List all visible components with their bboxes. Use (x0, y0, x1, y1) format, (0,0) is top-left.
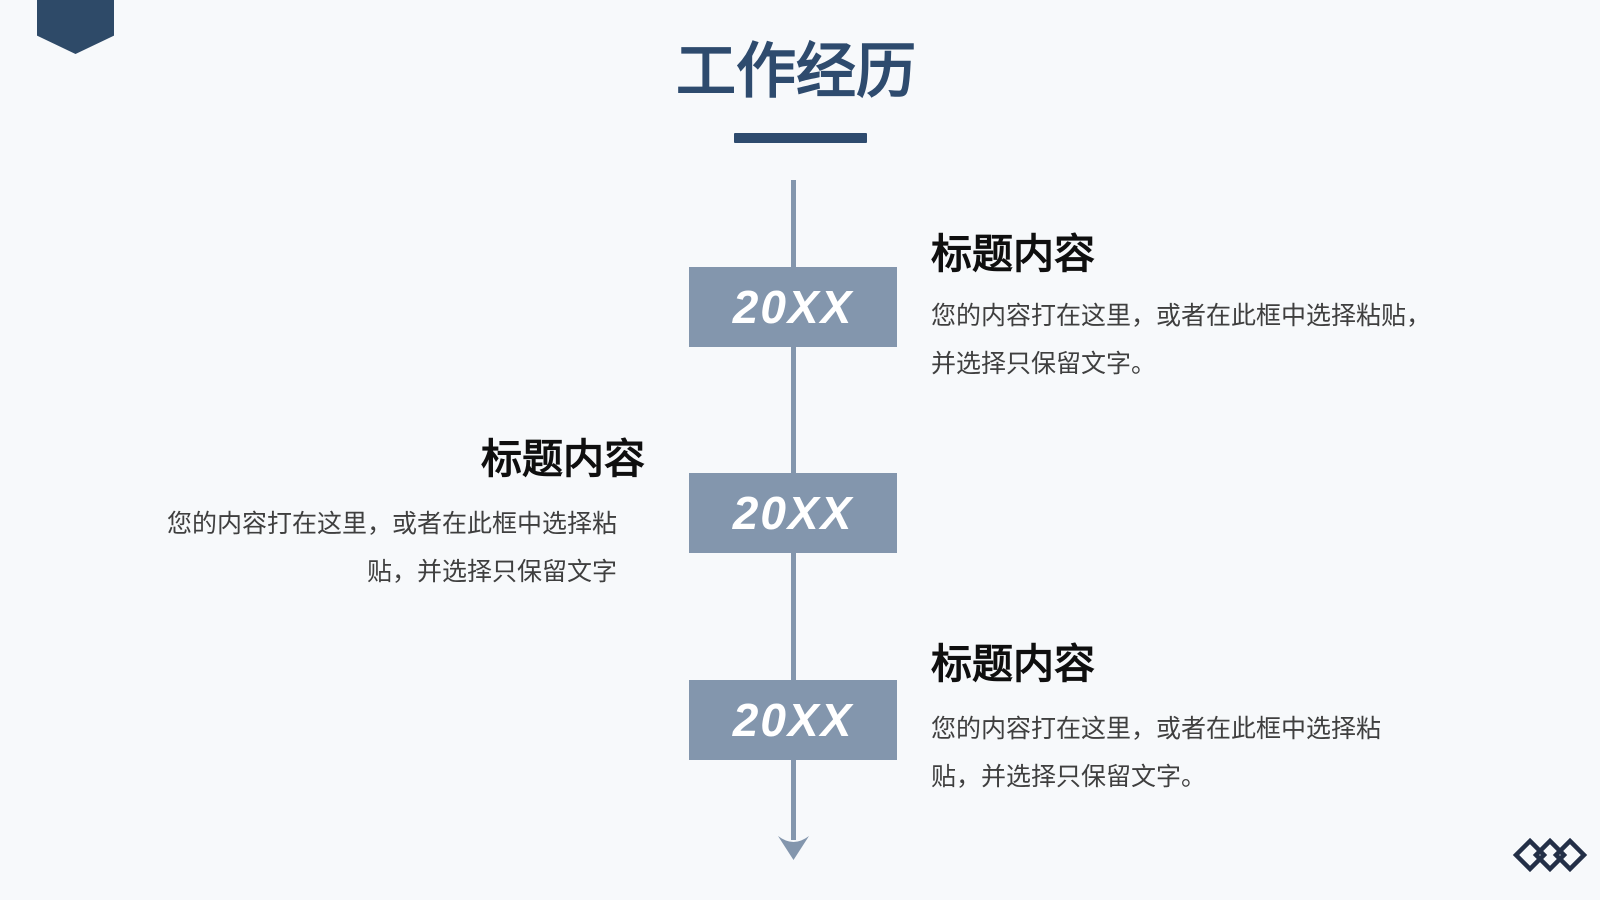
item-3-body-line-1: 您的内容打在这里，或者在此框中选择粘 (931, 715, 1382, 743)
down-arrowhead-icon (778, 836, 809, 860)
item-2-body: 您的内容打在这里，或者在此框中选择粘 贴，并选择只保留文字 (167, 500, 617, 596)
item-1-body-line-2: 并选择只保留文字。 (931, 350, 1157, 378)
bookmark-ribbon-icon (37, 0, 114, 54)
item-2-heading: 标题内容 (481, 436, 645, 482)
item-1-body: 您的内容打在这里，或者在此框中选择粘贴， 并选择只保留文字。 (931, 292, 1431, 388)
timeline-year-box-3: 20XX (689, 680, 897, 760)
item-3-body: 您的内容打在这里，或者在此框中选择粘 贴，并选择只保留文字。 (931, 705, 1381, 801)
item-3-heading: 标题内容 (931, 641, 1095, 687)
item-2-body-line-1: 您的内容打在这里，或者在此框中选择粘 (166, 510, 617, 538)
timeline-year-box-2: 20XX (689, 473, 897, 553)
title-underline (734, 133, 867, 143)
diamond-chain-icon (1512, 837, 1588, 873)
item-1-body-line-1: 您的内容打在这里，或者在此框中选择粘贴， (931, 302, 1432, 330)
slide-title: 工作经历 (676, 38, 916, 105)
year-label-1: 20XX (732, 281, 854, 333)
year-label-3: 20XX (732, 694, 854, 746)
timeline-item-2: 标题内容 您的内容打在这里，或者在此框中选择粘 贴，并选择只保留文字 (95, 435, 645, 600)
timeline-item-1: 标题内容 您的内容打在这里，或者在此框中选择粘贴， 并选择只保留文字。 (931, 230, 1471, 390)
item-1-heading: 标题内容 (931, 231, 1095, 277)
timeline-item-3: 标题内容 您的内容打在这里，或者在此框中选择粘 贴，并选择只保留文字。 (931, 640, 1471, 805)
item-3-body-line-2: 贴，并选择只保留文字。 (931, 763, 1207, 791)
item-2-body-line-2: 贴，并选择只保留文字 (366, 558, 617, 586)
timeline-year-box-1: 20XX (689, 267, 897, 347)
year-label-2: 20XX (732, 487, 854, 539)
